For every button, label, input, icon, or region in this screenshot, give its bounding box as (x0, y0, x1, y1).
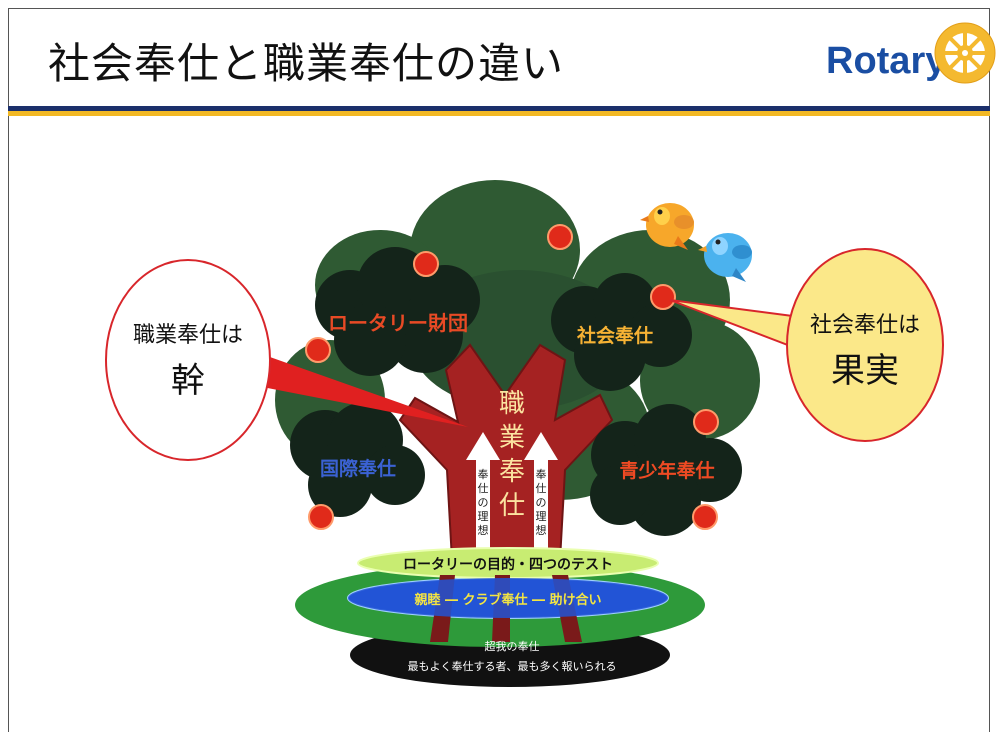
title-rule-navy (8, 106, 990, 111)
label-youth: 青少年奉仕 (619, 459, 714, 482)
trunk-char: 奉 (499, 457, 525, 487)
ring-middle-text: 親睦 ― クラブ奉仕 ― 助け合い (414, 592, 601, 608)
callout-right-line2: 果実 (831, 351, 899, 391)
cluster-community (551, 273, 692, 391)
arrow-left-char: 理 (478, 510, 489, 523)
label-community: 社会奉仕 (576, 324, 653, 347)
fruit (692, 504, 718, 530)
arrow-right-char: の (536, 496, 547, 509)
callout-left-line1: 職業奉仕は (133, 323, 243, 348)
arrow-left-char: 想 (478, 523, 489, 537)
fruit (305, 337, 331, 363)
bird-orange-icon (640, 203, 694, 250)
callout-left-pointer (250, 350, 468, 427)
callout-left-line2: 幹 (171, 361, 205, 401)
callout-left-bubble (105, 259, 271, 461)
trunk-char: 職 (499, 389, 525, 419)
fruit (650, 284, 676, 310)
arrow-right-char: 理 (536, 510, 547, 523)
trunk-char: 業 (499, 423, 525, 453)
arrow-right-char: 奉 (536, 467, 547, 481)
arrow-left-char: 奉 (478, 467, 489, 481)
ring-bottom-line2: 最もよく奉仕する者、最も多く報いられる (408, 659, 617, 673)
ring-bottom-line1: 超我の奉仕 (485, 639, 540, 653)
fruit (413, 251, 439, 277)
trunk-arrows (466, 432, 558, 560)
arrow-right-char: 仕 (536, 482, 547, 495)
callout-right-line1: 社会奉仕は (810, 313, 920, 338)
trunk-char: 仕 (499, 491, 525, 521)
arrow-left (466, 432, 500, 560)
tree-trunk (398, 343, 614, 561)
title-rule-gold (8, 111, 990, 116)
cluster-international (290, 402, 425, 517)
arrow-left-char: の (478, 496, 489, 509)
fruit (308, 504, 334, 530)
rotary-brand-text: Rotary (826, 40, 947, 82)
fruits (305, 224, 719, 530)
rotary-wheel-icon (934, 22, 996, 84)
arrow-left-char: 仕 (478, 482, 489, 495)
label-international: 国際奉仕 (320, 457, 396, 480)
fruit (693, 409, 719, 435)
arrow-right (524, 432, 558, 560)
bird-blue-icon (698, 233, 752, 282)
arrow-right-char: 想 (536, 523, 547, 537)
fruit (547, 224, 573, 250)
ring-top-text: ロータリーの目的・四つのテスト (403, 556, 613, 573)
label-foundation: ロータリー財団 (328, 311, 468, 335)
callout-right-bubble (786, 248, 944, 442)
slide-title: 社会奉仕と職業奉仕の違い (48, 39, 565, 88)
cluster-youth (590, 404, 742, 536)
